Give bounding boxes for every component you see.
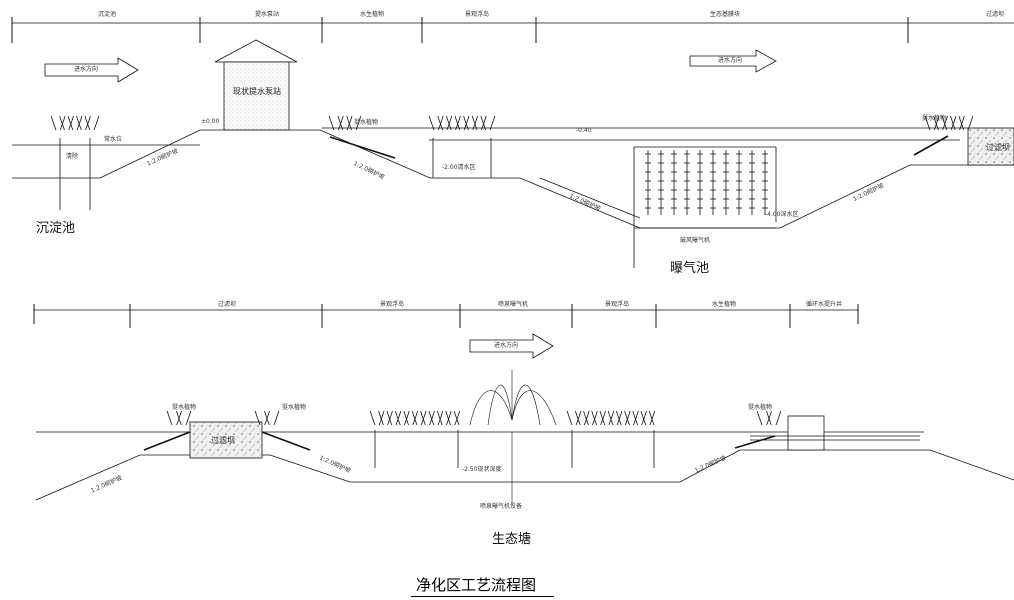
zone2-label-fountain: 喷泉曝气机 [498,301,529,308]
zone-label-filter: 过滤坝 [986,11,1005,18]
depth-aeration-label: -4.00深水区 [765,211,799,218]
pump-tag-label: 喷泉曝气机设备 [480,503,523,510]
flow-arrow-1a [44,57,139,83]
plant-tuft [566,410,656,426]
filter-dam-block-2 [189,421,263,459]
dimension-ticks-1 [11,17,909,43]
plant-tuft [428,115,496,131]
zone-label-pump: 提水泵站 [255,11,280,18]
flow-label-2: 进水方向 [494,342,519,349]
plant-tuft [369,410,460,426]
diagram-title: 净化区工艺流程图 [416,576,537,594]
filter-dam-label-1: 过滤坝 [986,143,1010,152]
elevation-pump: ±0.00 [201,118,220,125]
eco-pond-label: 生态塘 [492,532,532,547]
aerator-grid [645,150,768,215]
plant-tuft [756,410,782,426]
aerator-column [697,150,703,215]
flow-label-1b: 进水方向 [718,57,743,64]
aerator-column [723,150,729,215]
depth-float-label: -2.00清水区 [442,164,476,171]
aerator-column [762,150,768,215]
blower-label: 鼓风曝气机 [680,237,711,244]
aeration-pond-label: 曝气池 [670,261,710,276]
settling-pond-piles [59,138,91,210]
pump-station-label: 现状提水泵站 [233,87,281,96]
float-island-piles [432,138,492,178]
plant-tuft [50,115,100,131]
ground-profile-1b [539,177,641,219]
plant-tuft [166,410,192,426]
flow-label-1a: 进水方向 [74,66,99,73]
ground-profile-2 [35,449,1014,501]
title-underline [411,596,554,597]
flow-arrow-1b [689,49,777,73]
aerator-column [736,150,742,215]
plant-tuft [924,115,974,131]
pump-station [214,39,298,131]
elevation-water: -0.40 [576,127,592,134]
aeration-tank [633,146,777,268]
plant-tag-1a: 挺水植物 [354,119,379,126]
flow-arrow-2 [469,333,554,359]
aerator-column [658,150,664,215]
zone2-label-aquatic: 水生植物 [712,301,737,308]
zone-label-aquatic: 水生植物 [360,11,385,18]
slope-hatch-1 [329,135,949,159]
depth-label-2: -2.50现状深度 [462,466,502,473]
fountain-spray [469,370,557,505]
zone2-label-well: 循环水提升井 [806,301,843,308]
float-island-piles-2 [374,430,655,468]
aerator-column [671,150,677,215]
aerator-column [749,150,755,215]
zone-label-settling: 沉淀池 [98,11,117,18]
plant-tag-2a: 挺水植物 [172,404,197,411]
aerator-column [684,150,690,215]
lift-well [750,415,920,451]
water-level-label: 常水位 [104,136,123,143]
aerator-column [645,150,651,215]
plant-tufts [50,115,974,426]
zone-label-island: 景观浮岛 [465,11,490,18]
filter-dam-block-1 [967,127,1014,166]
dimension-ticks-2 [33,304,859,328]
aerator-column [710,150,716,215]
zone-label-biofilm: 生态基膜块 [710,11,741,18]
zone2-label-island-b: 景观浮岛 [605,301,630,308]
zone2-label-island-a: 景观浮岛 [380,301,405,308]
plant-tag-2c: 挺水植物 [748,404,773,411]
plant-tuft [254,410,280,426]
zone2-label-filter: 过滤坝 [218,301,237,308]
settling-pond-label: 沉淀池 [36,221,76,236]
slope-hatch-2 [143,431,776,451]
plant-tuft [328,115,362,131]
filter-dam-label-2: 过滤坝 [211,436,235,445]
settling-small-label: 清除 [66,153,79,160]
plant-tag-2b: 挺水植物 [282,404,307,411]
plant-tag-1b: 挺水植物 [922,115,947,122]
ground-profile-1 [12,129,1014,229]
